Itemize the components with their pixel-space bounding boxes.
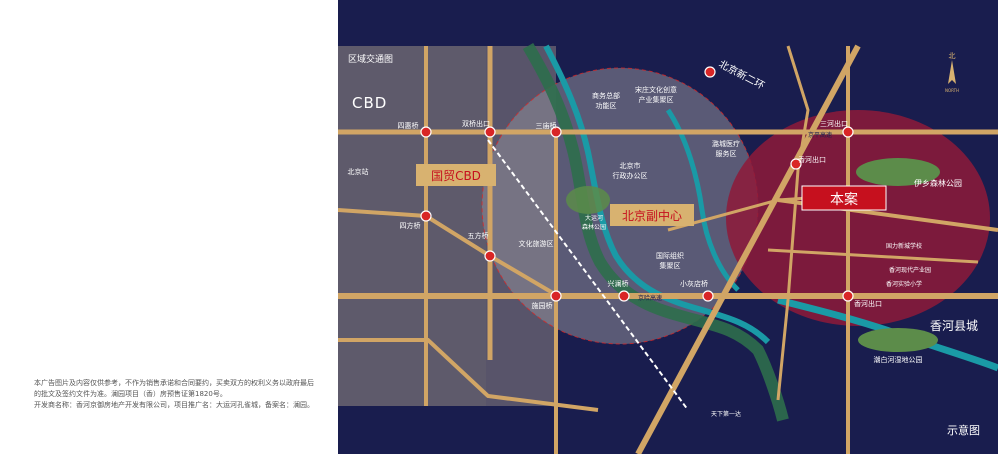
disclaimer-line-1: 本广告图片及内容仅供参考，不作为销售承诺和合同要约，买卖双方的权利义务以政府最后 xyxy=(34,379,314,387)
label-xianghe-exit-n: 香河出口 xyxy=(798,155,826,164)
label-wenhua-luyou: 文化旅游区 xyxy=(519,239,554,248)
yixiang-park-icon xyxy=(856,158,940,186)
label-wenhua-2: 产业集聚区 xyxy=(639,95,674,104)
marker-shiyuan-qiao xyxy=(550,290,562,302)
label-yunhe-park-2: 森林公园 xyxy=(582,223,606,231)
traffic-map: 国贸CBD 北京副中心 本案 北 NORTH 四惠桥 双桥出口 三庙桥 北京站 … xyxy=(338,0,998,454)
label-guoli-school: 国力新城学校 xyxy=(886,242,922,250)
marker-xianghe-exit-s xyxy=(842,290,854,302)
project-box xyxy=(801,185,887,211)
label-sifang-qiao: 四方桥 xyxy=(400,221,421,230)
disclaimer-text: 本广告图片及内容仅供参考，不作为销售承诺和合同要约，买卖双方的权利义务以政府最后… xyxy=(34,378,324,411)
railway-line xyxy=(487,139,689,411)
label-chaobai-park: 潮白河湿地公园 xyxy=(874,355,923,364)
label-xianghe-county: 香河县城 xyxy=(930,319,978,333)
sub-center-label: 北京副中心 xyxy=(622,208,682,223)
marker-sifang-qiao xyxy=(420,210,432,222)
marker-xiaohuidian-qiao xyxy=(702,290,714,302)
label-yixiang-park: 伊乡森林公园 xyxy=(914,178,962,188)
road-ns-3 xyxy=(776,45,810,401)
marker-wufang-qiao xyxy=(484,250,496,262)
sub-center-box xyxy=(610,204,694,226)
map-title: 区域交通图 xyxy=(348,55,394,65)
station-markers xyxy=(420,66,854,302)
road-southwest xyxy=(338,338,599,412)
label-kindergarten: 香河实验小学 xyxy=(886,280,922,288)
cbd-label: CBD xyxy=(352,94,388,112)
map-panel: 国贸CBD 北京副中心 本案 北 NORTH 四惠桥 双桥出口 三庙桥 北京站 … xyxy=(338,0,998,454)
label-road-jinghu: 京哈高速 xyxy=(638,294,662,302)
label-shuangqiao-exit: 双桥出口 xyxy=(462,119,490,128)
label-xianghe-industry: 香河现代产业园 xyxy=(889,266,931,274)
schematic-label: 示意图 xyxy=(947,424,980,437)
road-east-west-3 xyxy=(767,248,979,264)
label-sanhe-exit: 三河出口 xyxy=(820,119,848,128)
road-diagonal-sw xyxy=(338,208,560,298)
marker-sihui-qiao xyxy=(420,126,432,138)
label-sihui-qiao: 四惠桥 xyxy=(398,121,419,130)
label-shangwu-2: 功能区 xyxy=(596,101,617,110)
guomao-cbd-label: 国贸CBD xyxy=(431,169,481,183)
label-shiyuan-qiao: 施园桥 xyxy=(532,301,553,310)
disclaimer-line-2: 的批文及签约文件为准。澜园项目（香）房预售证第1820号。 xyxy=(34,390,227,398)
north-label: 北 xyxy=(949,52,956,60)
label-landmark: 天下第一达 xyxy=(711,410,741,418)
disclaimer-line-3: 开发商名称：香河京御房地产开发有限公司，项目推广名：大运河孔雀城，备案名：澜园。 xyxy=(34,401,314,409)
compass-north-icon: 北 NORTH xyxy=(945,52,959,93)
left-panel: 本广告图片及内容仅供参考，不作为销售承诺和合同要约，买卖双方的权利义务以政府最后… xyxy=(0,0,338,454)
label-wenhua: 宋庄文化创意 xyxy=(635,85,677,94)
label-road-jingping: 京平高速 xyxy=(808,131,832,139)
marker-xinghe-qiao xyxy=(618,290,630,302)
marker-xianghe-exit-n xyxy=(790,158,802,170)
north-en-label: NORTH xyxy=(945,88,959,93)
label-guoji-2: 集聚区 xyxy=(660,261,681,270)
label-xingzheng-2: 行政办公区 xyxy=(613,171,648,180)
chaobai-park-icon xyxy=(858,328,938,352)
marker-sanhe-exit xyxy=(842,126,854,138)
label-guoji: 国际组织 xyxy=(656,251,684,260)
label-sanmiao-qiao: 三庙桥 xyxy=(536,121,557,130)
label-yunhe-park: 大运河 xyxy=(585,214,603,222)
label-wufang-qiao: 五方桥 xyxy=(468,231,489,240)
river-branch xyxy=(665,108,740,292)
label-beijing-station: 北京站 xyxy=(348,167,369,176)
project-label: 本案 xyxy=(830,191,858,208)
marker-new-ring xyxy=(704,66,716,78)
label-xinghe-qiao: 兴澜桥 xyxy=(608,279,629,288)
yunhe-park-icon xyxy=(566,186,610,214)
label-xianghe-exit-s: 香河出口 xyxy=(854,299,882,308)
label-xingzheng: 北京市 xyxy=(620,161,641,170)
road-network xyxy=(338,44,998,454)
label-yiliao-2: 服务区 xyxy=(716,149,737,158)
cbd-land-block xyxy=(338,46,486,406)
road-tongyan xyxy=(635,44,861,454)
label-shangwu: 商务总部 xyxy=(592,91,620,100)
label-xiaohuidian-qiao: 小灰店桥 xyxy=(680,279,708,288)
label-yiliao: 潞城医疗 xyxy=(712,139,740,148)
marker-shuangqiao-exit xyxy=(484,126,496,138)
guomao-cbd-box xyxy=(416,164,496,186)
marker-sanmiao-qiao xyxy=(550,126,562,138)
